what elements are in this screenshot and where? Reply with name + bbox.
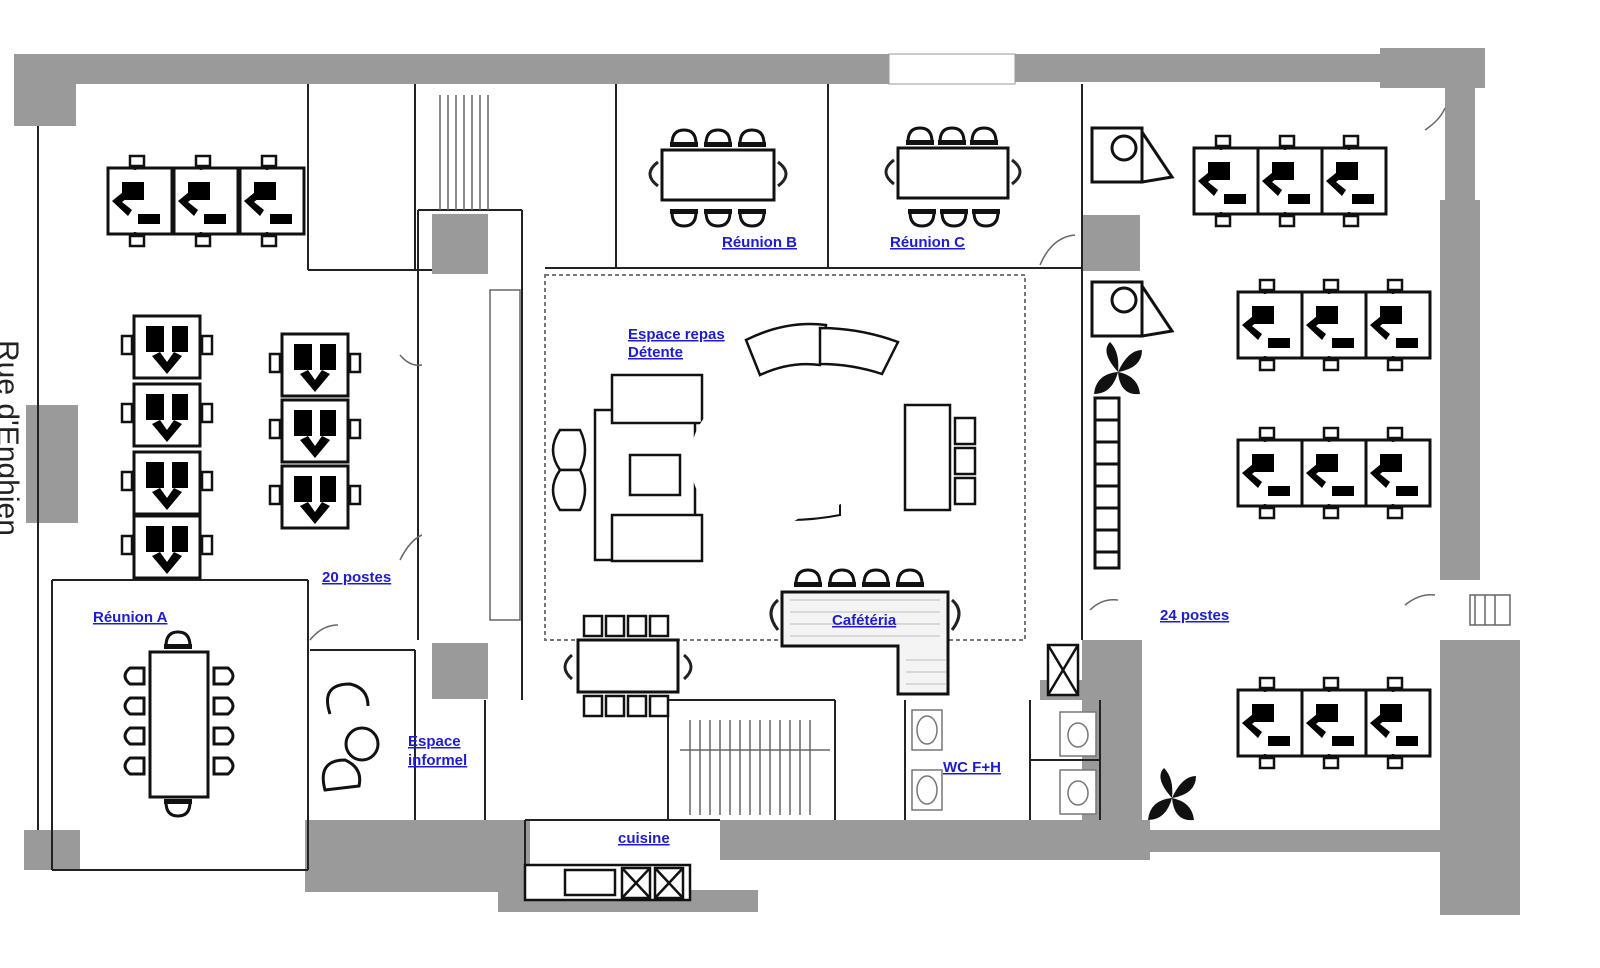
walls xyxy=(14,48,1520,915)
partitions xyxy=(37,84,1101,900)
label-reunion-a: Réunion A xyxy=(93,609,168,626)
table-reunion-a xyxy=(123,630,235,818)
lounge-furniture xyxy=(551,322,977,563)
label-reunion-b: Réunion B xyxy=(722,234,797,251)
table-reunion-b xyxy=(648,128,788,228)
room-labels: Réunion A Réunion B Réunion C 20 postes … xyxy=(93,234,1229,847)
kitchen xyxy=(523,643,1080,902)
workstations-right xyxy=(1192,134,1432,770)
label-20-postes: 20 postes xyxy=(322,569,391,586)
label-reunion-c: Réunion C xyxy=(890,234,965,251)
wc-fixtures xyxy=(911,709,1097,815)
cafeteria-counter xyxy=(769,568,961,696)
label-cuisine: cuisine xyxy=(618,830,670,847)
workstations-left-cluster xyxy=(120,314,362,580)
table-reunion-c xyxy=(884,126,1022,228)
plant-cluster xyxy=(690,390,875,530)
label-espace-repas: Espace repas xyxy=(628,326,725,343)
plant-icon xyxy=(1094,342,1142,395)
street-name: Rue d'Enghien xyxy=(0,340,24,536)
table-dining xyxy=(563,614,693,718)
plant-icon xyxy=(1148,768,1196,821)
label-detente: Détente xyxy=(628,344,683,361)
workstations-left-top xyxy=(106,154,306,248)
doors xyxy=(309,107,1446,641)
stairs xyxy=(439,95,1511,815)
label-24-postes: 24 postes xyxy=(1160,607,1229,624)
armchairs-informel xyxy=(321,682,380,792)
right-storage xyxy=(1090,126,1175,570)
label-cafeteria: Cafétéria xyxy=(832,612,897,629)
label-wc: WC F+H xyxy=(943,759,1001,776)
label-espace: Espace xyxy=(408,733,461,750)
label-informel: informel xyxy=(408,752,467,769)
